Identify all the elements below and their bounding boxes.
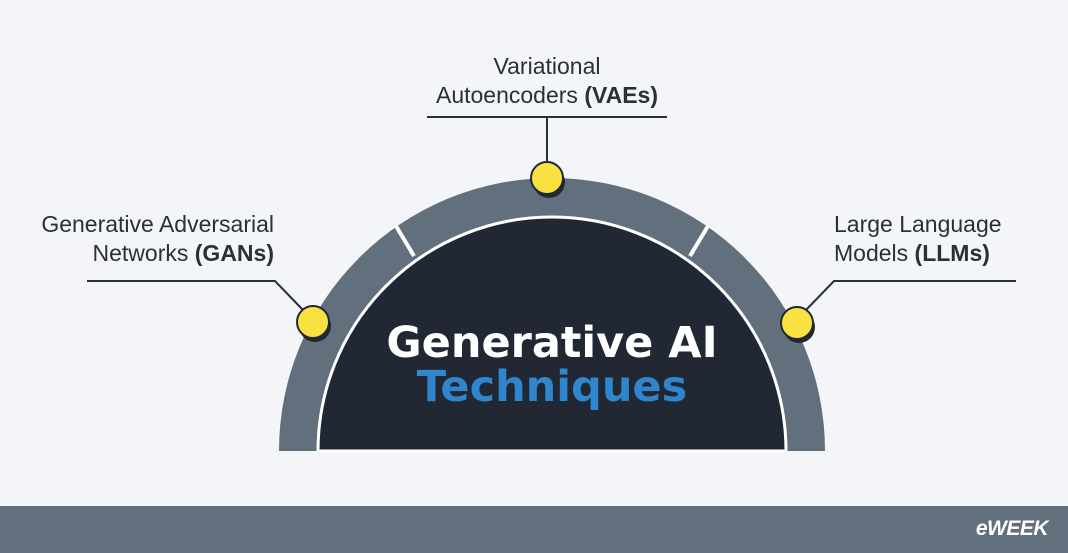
node-label-llm-line2: Models xyxy=(834,240,909,266)
brand-logo: eWEEK xyxy=(975,517,1049,540)
node-label-vae-abbr: (VAEs) xyxy=(584,82,659,108)
node-label-gan: Generative Adversarial Networks (GANs) xyxy=(20,210,274,268)
connector-llm xyxy=(805,280,1016,311)
node-label-llm: Large Language Models (LLMs) xyxy=(834,210,1064,268)
node-llm-dot xyxy=(780,306,814,340)
node-vae-dot xyxy=(530,161,564,195)
node-label-llm-line1: Large Language xyxy=(834,211,1002,237)
node-label-vae: Variational Autoencoders (VAEs) xyxy=(427,52,667,110)
node-label-vae-line1: Variational xyxy=(493,53,601,79)
node-label-gan-abbr: (GANs) xyxy=(194,240,274,266)
footer-bar: eWEEK xyxy=(0,506,1068,553)
arc-separator-right xyxy=(688,224,710,258)
inner-dome xyxy=(316,215,788,453)
node-label-gan-line1: Generative Adversarial xyxy=(41,211,274,237)
diagram-title-line1: Generative AI xyxy=(386,318,717,368)
node-label-vae-line2: Autoencoders xyxy=(435,82,578,108)
node-gan-dot xyxy=(296,305,330,339)
node-label-gan-line2: Networks xyxy=(92,240,189,266)
node-label-llm-abbr: (LLMs) xyxy=(914,240,990,266)
connector-gan xyxy=(87,280,304,311)
arc-separator-left xyxy=(394,224,416,258)
diagram-title-line2: Techniques xyxy=(417,362,687,412)
